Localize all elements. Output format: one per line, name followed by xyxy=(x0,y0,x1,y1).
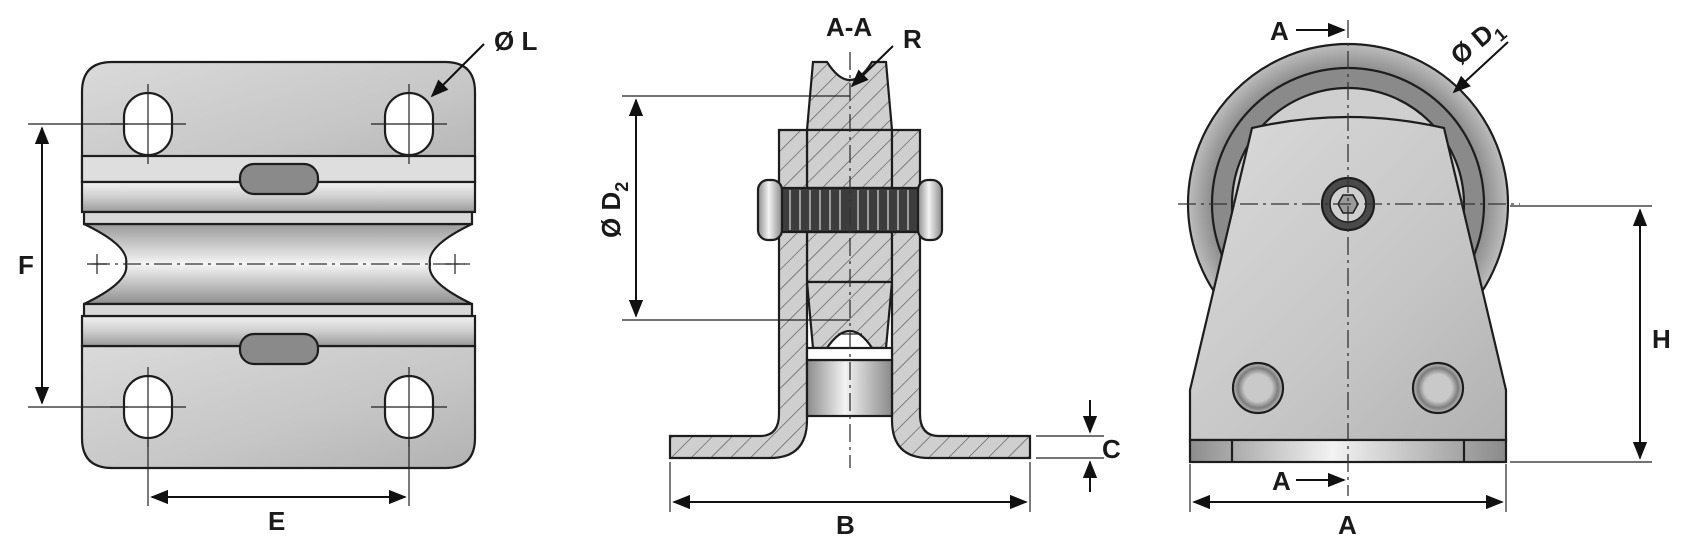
bolt-head-right xyxy=(916,178,944,242)
leader-wheel-diameter: Ø D1 xyxy=(1445,11,1511,94)
leader-radius: R xyxy=(850,24,922,88)
label-b: B xyxy=(836,510,855,540)
sheave-flange-bottom xyxy=(82,302,474,318)
axle-boss-bottom xyxy=(238,332,320,366)
label-e: E xyxy=(268,506,285,536)
dimension-f: F xyxy=(18,123,128,408)
label-wheel-diameter: Ø D1 xyxy=(1445,11,1511,75)
sheave-flange-top xyxy=(82,210,474,226)
bracket-left-leg xyxy=(668,128,809,460)
label-c: C xyxy=(1102,434,1121,464)
bracket-right-leg xyxy=(890,128,1032,460)
label-radius: R xyxy=(903,24,922,54)
dimension-h: H xyxy=(1510,205,1671,463)
top-view: F E Ø L xyxy=(18,26,537,536)
dimension-e: E xyxy=(147,440,410,536)
lower-plate xyxy=(80,344,477,470)
dimension-c: C xyxy=(1036,400,1121,492)
front-view: A A Ø D1 H A xyxy=(1178,11,1671,540)
section-view: Ø D2 R A-A C B xyxy=(596,12,1121,540)
label-groove-diameter: Ø D2 xyxy=(596,182,632,238)
mount-hole-right xyxy=(1411,361,1465,415)
dimension-a: A xyxy=(1189,464,1507,540)
mount-hole-left xyxy=(1231,361,1285,415)
bolt-threads xyxy=(789,190,909,230)
slot-hole-top-left xyxy=(110,84,186,164)
section-mark-bottom: A xyxy=(1272,466,1346,496)
label-section: A-A xyxy=(826,12,872,42)
label-h: H xyxy=(1652,324,1671,354)
axle-boss-top xyxy=(238,162,320,196)
slot-hole-top-right xyxy=(371,84,447,164)
label-hole-diameter: Ø L xyxy=(494,26,537,56)
label-section-mark-bottom: A xyxy=(1272,466,1291,496)
label-a: A xyxy=(1338,510,1357,540)
section-mark-top: A xyxy=(1270,16,1346,46)
label-f: F xyxy=(18,250,34,280)
slot-hole-bottom-right xyxy=(371,367,447,447)
dimension-groove-diameter: Ø D2 xyxy=(596,95,850,321)
bolt-head-left xyxy=(756,178,784,242)
label-section-mark-top: A xyxy=(1270,16,1289,46)
dimension-b: B xyxy=(669,462,1031,540)
leader-hole-diameter: Ø L xyxy=(430,26,537,98)
